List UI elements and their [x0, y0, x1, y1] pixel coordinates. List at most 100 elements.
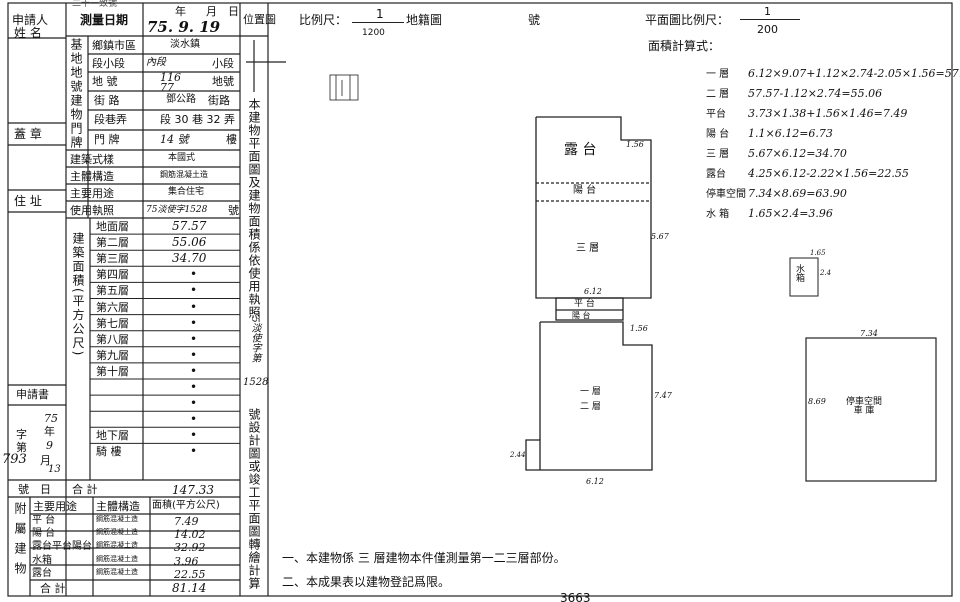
- survey-date-unit-year: 年: [175, 5, 186, 18]
- plan-water-tank: 水箱: [796, 265, 806, 284]
- total-label: 合 計: [72, 483, 98, 496]
- floor-area-value: 57.57: [172, 219, 207, 233]
- dim-612a: 6.12: [584, 287, 602, 296]
- applicant-label: 申請人: [12, 13, 49, 27]
- calc-label: 露台: [706, 169, 726, 180]
- parking-plan: [805, 337, 937, 482]
- dim-165: 1.65: [810, 249, 826, 257]
- floor-name: 第二層: [96, 236, 129, 250]
- floor-plan-lower: [525, 321, 653, 471]
- top-stamp: 二十一致號: [72, 0, 118, 9]
- attached-area: 3.96: [174, 554, 199, 568]
- plan-platform: 平 台: [574, 299, 595, 309]
- floor-area-value: •: [190, 299, 198, 314]
- attached-use: 平 台: [32, 515, 56, 526]
- attached-struct: 鋼筋混凝土造: [96, 515, 138, 523]
- floor-area-value: 55.06: [172, 235, 207, 250]
- attached-area: 14.02: [174, 528, 206, 542]
- dim-567: 5.67: [651, 232, 669, 241]
- dim-156a: 1.56: [626, 140, 644, 149]
- floor-area-value: •: [190, 444, 198, 459]
- attached-col-area: 面積(平方公尺): [152, 500, 220, 511]
- applicant-doc-label: 申請書: [16, 388, 49, 401]
- plan-scale-num: 1: [764, 5, 771, 18]
- township-value: 淡水鎮: [170, 39, 200, 50]
- permit-suffix: 號: [228, 204, 239, 217]
- floor-name: 第五層: [96, 284, 129, 298]
- floor-area-value: •: [190, 412, 198, 427]
- name-label: 姓 名: [14, 26, 42, 40]
- doc-day: 日: [40, 483, 51, 496]
- calc-formula: 57.57-1.12×2.74=55.06: [748, 87, 883, 100]
- doc-char-label: 字第: [16, 428, 27, 455]
- doc-day-value: 13: [48, 464, 61, 475]
- floor-area-value: •: [190, 315, 198, 330]
- attached-total-label: 合 計: [40, 582, 66, 595]
- floor-name: 第十層: [96, 364, 129, 378]
- survey-date-unit-day: 日: [228, 5, 239, 18]
- attached-struct: 鋼筋混凝土造: [96, 567, 138, 576]
- floor-name: 騎 樓: [96, 445, 122, 459]
- calc-label: 平台: [706, 109, 726, 120]
- attached-total-value: 81.14: [172, 581, 207, 595]
- floor-area-value: •: [190, 396, 198, 411]
- style-value: 本國式: [168, 153, 196, 163]
- survey-date-value: 75. 9. 19: [147, 18, 221, 36]
- attached-area: 22.55: [174, 567, 206, 581]
- floor-area-value: •: [190, 347, 198, 362]
- doc-month-value: 9: [46, 439, 53, 452]
- plan-second-floor: 二 層: [580, 402, 601, 412]
- floor-name: 地下層: [96, 429, 129, 443]
- number-label-header: 號: [528, 13, 541, 27]
- plan-platform-sub: 陽 台: [572, 311, 591, 320]
- use-label: 主要用途: [70, 187, 114, 200]
- plan-parking: 停車空間 車 庫: [846, 397, 883, 416]
- lane-label: 段巷弄: [94, 113, 127, 126]
- dim-156b: 1.56: [630, 324, 648, 333]
- scale-value: 1: [376, 7, 384, 21]
- position-vertical-text2: 號設計圖或竣工平面圖轉繪計算: [247, 408, 261, 590]
- position-permit-no: 1528: [243, 377, 269, 388]
- floor-area-value: •: [190, 267, 198, 282]
- seal-label: 蓋 章: [14, 127, 42, 141]
- street-suffix: 街路: [208, 94, 230, 107]
- calc-formula: 1.65×2.4=3.96: [748, 207, 833, 220]
- floor-area-value: 34.70: [172, 251, 207, 266]
- cadastral-mini-map: [329, 74, 359, 101]
- plan-terrace: 露 台: [564, 142, 597, 158]
- floor-area-value: •: [190, 428, 198, 443]
- doc-month: 月: [40, 454, 51, 467]
- attached-area: 32.92: [174, 541, 206, 555]
- cadastral-label: 地籍圖: [406, 13, 443, 27]
- number-label: 門 牌: [94, 133, 120, 146]
- total-value: 147.33: [172, 483, 214, 497]
- lot-value: 116 77: [160, 71, 181, 94]
- attached-struct: 鋼筋混凝土造: [96, 541, 138, 550]
- position-label: 位置圖: [243, 13, 276, 26]
- section-label: 段小段: [92, 57, 125, 70]
- plan-scale-label: 平面圖比例尺：: [645, 13, 730, 27]
- doc-year-value: 75: [44, 412, 58, 425]
- lot-label: 地 號: [92, 75, 118, 88]
- structure-label: 主體構造: [70, 170, 114, 183]
- scale-line: [352, 22, 404, 23]
- plan-third-floor: 三 層: [576, 243, 600, 254]
- scale-label: 比例尺：: [299, 13, 348, 27]
- street-value: 鄧公路: [166, 94, 196, 105]
- area-calc-label: 面積計算式：: [648, 39, 721, 53]
- address-label: 住 址: [14, 194, 42, 208]
- floor-name: 第八層: [96, 332, 129, 346]
- plan-scale-den: 200: [757, 23, 778, 36]
- street-label: 街 路: [94, 94, 120, 107]
- township-label: 鄉鎮市區: [92, 39, 136, 52]
- use-value: 集合住宅: [168, 187, 205, 197]
- area-header-1: 建築面積(平方公尺): [71, 232, 85, 359]
- attached-use: 陽 台: [32, 528, 56, 540]
- calc-label: 陽 台: [706, 129, 730, 140]
- floor-area-value: •: [190, 331, 198, 346]
- dim-24: 2.4: [820, 269, 832, 277]
- section-value: 內段: [146, 57, 166, 68]
- note-1: 一、本建物係 三 層建物本件僅測量第一二三層部份。: [282, 551, 566, 565]
- doc-number-label: 號: [18, 483, 29, 496]
